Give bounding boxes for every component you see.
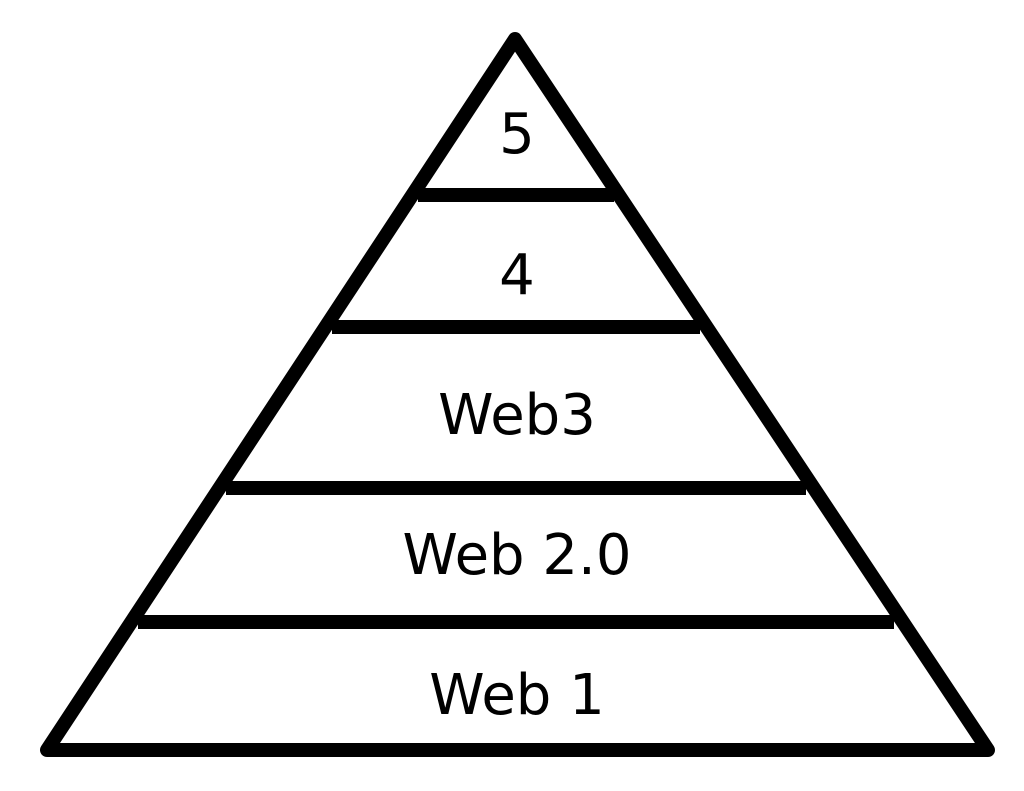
tier-label-web3: Web3 <box>438 383 596 448</box>
tier-label-4: 4 <box>499 243 535 308</box>
pyramid-outline <box>40 32 995 757</box>
tier-label-web1: Web 1 <box>429 663 605 728</box>
tier-label-web2: Web 2.0 <box>403 523 632 588</box>
tier-label-5: 5 <box>499 102 535 167</box>
